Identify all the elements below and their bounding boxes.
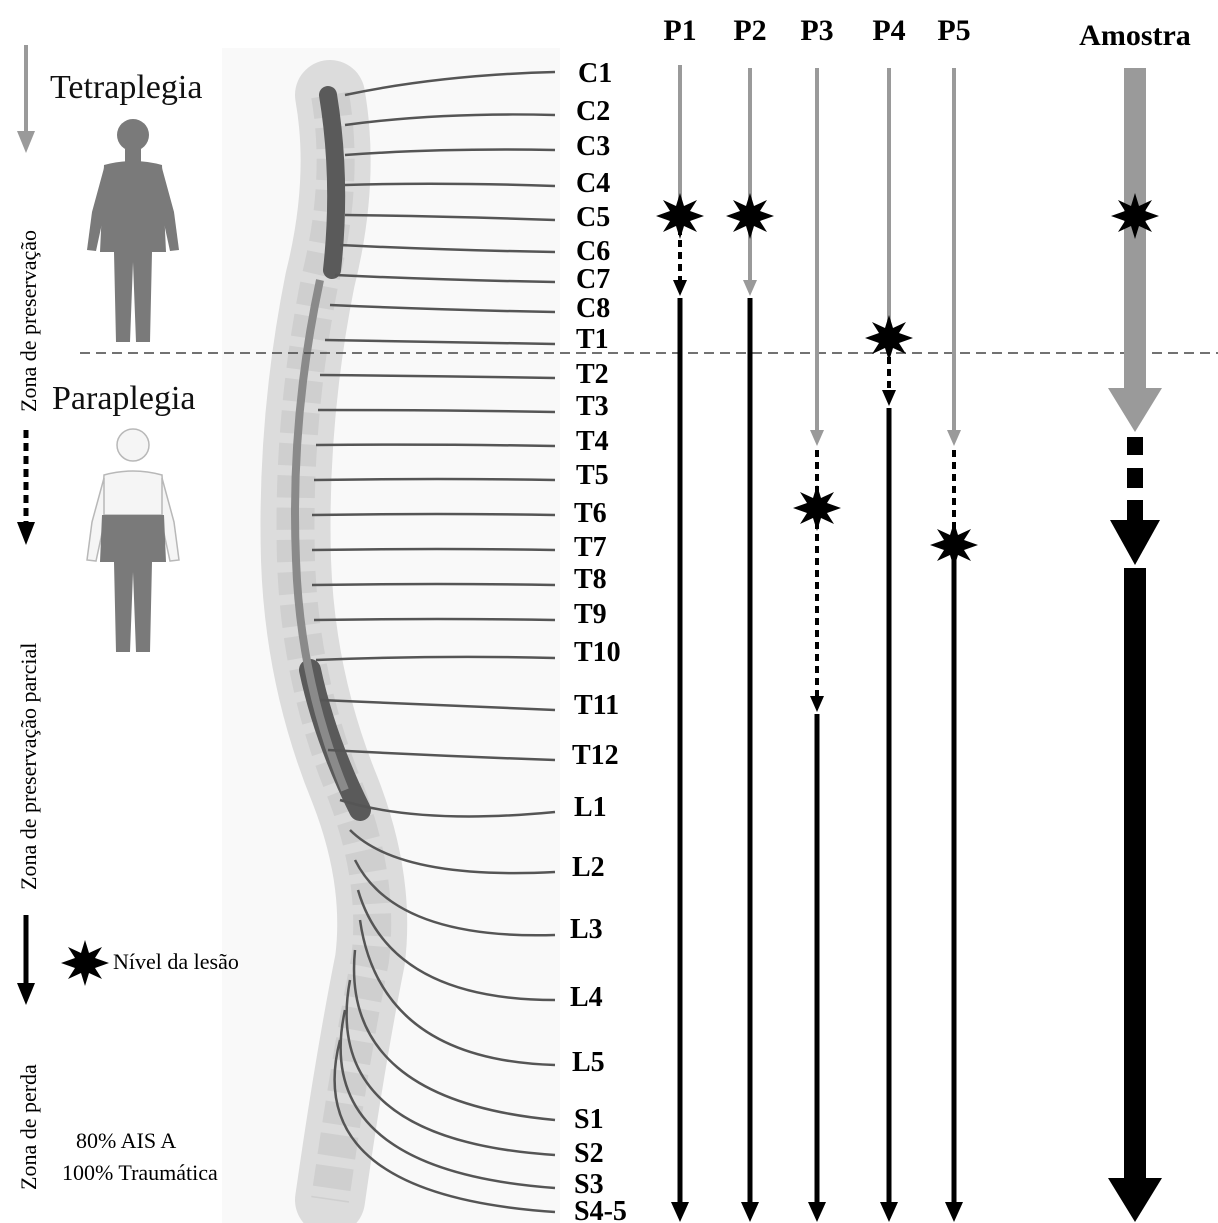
lesion-icon [793, 485, 841, 531]
level-label-l3: L3 [570, 914, 603, 945]
level-label-t12: T12 [572, 740, 619, 771]
level-label-c2: C2 [576, 96, 610, 127]
lesion-legend-label: Nível da lesão [113, 949, 239, 974]
level-label-s1: S1 [574, 1104, 604, 1135]
lesion-icon [656, 193, 704, 239]
tetraplegia-label: Tetraplegia [50, 69, 202, 106]
level-label-t3: T3 [576, 391, 609, 422]
stat-trauma-label: 100% Traumática [62, 1160, 218, 1185]
paraplegia-label: Paraplegia [52, 380, 196, 417]
level-label-t8: T8 [574, 564, 607, 595]
zone-loss-label: Zona de perda [16, 1064, 41, 1190]
level-label-t9: T9 [574, 599, 607, 630]
column-headers: P1 P2 P3 P4 P5 Amostra [663, 14, 1190, 52]
zone-preservation-label: Zona de preservação [16, 230, 41, 412]
level-label-c4: C4 [576, 168, 610, 199]
level-label-t4: T4 [576, 426, 609, 457]
level-label-c5: C5 [576, 202, 610, 233]
level-label-t10: T10 [574, 637, 621, 668]
column-header-p3: P3 [800, 14, 833, 47]
sample-track [1108, 68, 1162, 1222]
level-label-t1: T1 [576, 324, 609, 355]
level-label-c7: C7 [576, 264, 610, 295]
stat-ais-label: 80% AIS A [76, 1128, 176, 1153]
zone-partial-label: Zona de preservação parcial [16, 643, 41, 890]
column-header-p1: P1 [663, 14, 696, 47]
level-label-l1: L1 [574, 792, 607, 823]
column-header-p4: P4 [872, 14, 905, 47]
lesion-icon [726, 193, 774, 239]
vertebral-level-labels: C1 C2 C3 C4 C5 C6 C7 C8 T1 T2 T3 T4 T5 T… [570, 58, 627, 1223]
lesion-icon [930, 522, 978, 568]
level-label-t6: T6 [574, 498, 607, 529]
spine-illustration [222, 48, 560, 1223]
lesion-icon [1111, 193, 1159, 239]
level-label-s2: S2 [574, 1138, 604, 1169]
level-label-t5: T5 [576, 460, 609, 491]
patient-p2-track [741, 68, 759, 1222]
level-label-c8: C8 [576, 293, 610, 324]
level-label-c1: C1 [578, 58, 612, 89]
tetraplegia-body-icon [87, 119, 179, 342]
patient-p4-track [880, 68, 898, 1222]
lesion-icon [865, 315, 913, 361]
patient-p3-track [808, 68, 826, 1222]
level-label-l2: L2 [572, 852, 605, 883]
level-label-l5: L5 [572, 1047, 605, 1078]
column-header-amostra: Amostra [1079, 19, 1191, 52]
level-label-t7: T7 [574, 532, 607, 563]
lesion-legend-icon [61, 940, 109, 986]
paraplegia-body-icon [87, 429, 179, 652]
column-header-p5: P5 [937, 14, 970, 47]
level-label-c6: C6 [576, 236, 610, 267]
level-label-t11: T11 [574, 690, 619, 721]
level-label-s4-5: S4-5 [574, 1196, 627, 1223]
level-label-c3: C3 [576, 131, 610, 162]
column-header-p2: P2 [733, 14, 766, 47]
level-label-t2: T2 [576, 359, 609, 390]
patient-p5-track [945, 68, 963, 1222]
level-label-l4: L4 [570, 982, 603, 1013]
